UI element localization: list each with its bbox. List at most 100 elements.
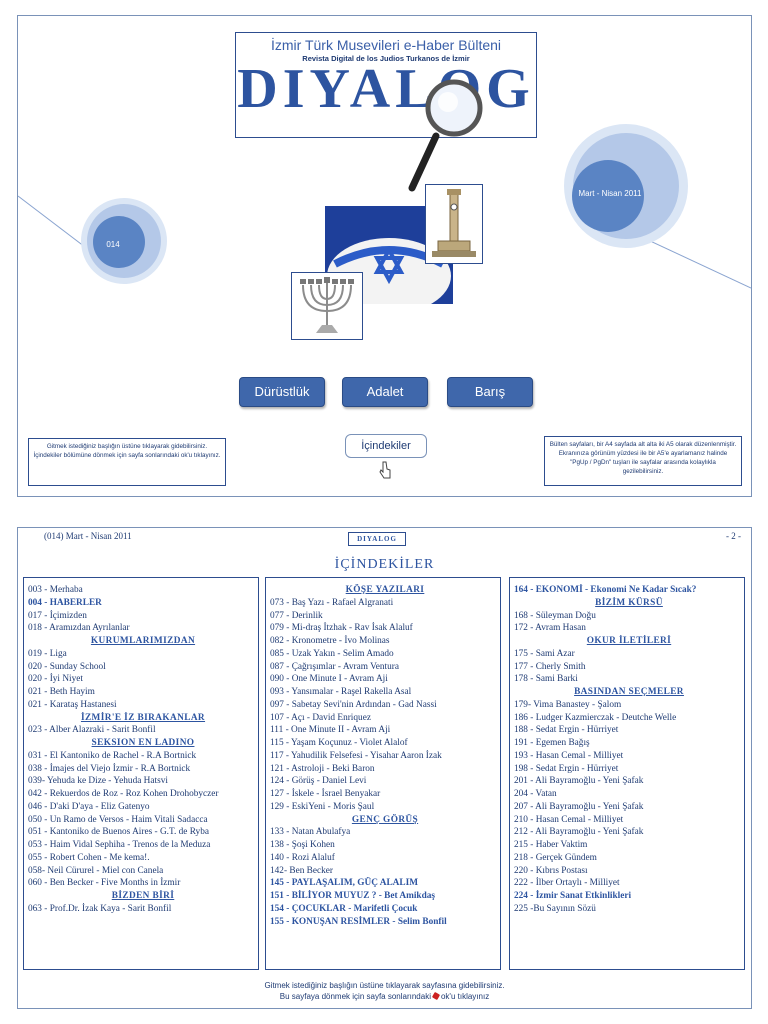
contents-entry[interactable]: 145 - PAYLAŞALIM, GÜÇ ALALIM <box>270 878 418 889</box>
contents-entry[interactable]: 039- Yehuda ke Dize - Yehuda Hatsvi <box>28 776 168 787</box>
contents-entry[interactable]: 210 - Hasan Cemal - Milliyet <box>514 814 624 825</box>
issue-number: 014 <box>106 240 120 249</box>
contents-entry[interactable]: 177 - Cherly Smith <box>514 661 586 672</box>
contents-entry[interactable]: 124 - Görüş - Daniel Levi <box>270 776 367 787</box>
contents-entry[interactable]: 042 - Rekuerdos de Roz - Roz Kohen Droho… <box>28 789 219 799</box>
pointer-hand-icon <box>379 461 391 479</box>
section-heading[interactable]: BASINDAN SEÇMELER <box>574 687 684 697</box>
contents-entry[interactable]: 225 -Bu Sayının Sözü <box>514 903 596 914</box>
contents-entry[interactable]: 097 - Sabetay Sevi'nin Ardından - Gad Na… <box>270 699 437 710</box>
contents-entry[interactable]: 020 - İyi Niyet <box>28 674 83 685</box>
contents-entry[interactable]: 017 - İçimizden <box>28 610 87 621</box>
contents-entry[interactable]: 023 - Alber Alazraki - Sarit Bonfil <box>28 725 156 736</box>
contents-entry[interactable]: 021 - Karataş Hastanesi <box>28 699 117 710</box>
contents-entry[interactable]: 063 - Prof.Dr. İzak Kaya - Sarit Bonfil <box>28 903 172 914</box>
arrow-pointer-icon <box>431 991 441 1001</box>
masthead: İzmir Türk Musevileri e-Haber Bülteni Re… <box>235 32 537 138</box>
contents-entry[interactable]: 046 - D'aki D'aya - Eliz Gatenyo <box>28 801 150 812</box>
contents-entry[interactable]: 020 - Sunday School <box>28 661 106 672</box>
issue-date-badge <box>564 124 688 248</box>
contents-entry[interactable]: 117 - Yahudilik Felsefesi - Yisahar Aaro… <box>270 750 442 761</box>
issue-date: Mart - Nisan 2011 <box>578 189 642 198</box>
section-heading[interactable]: GENÇ GÖRÜŞ <box>351 814 419 825</box>
contents-entry[interactable]: 220 - Kıbrıs Postası <box>514 865 588 876</box>
contents-entry[interactable]: 207 - Ali Bayramoğlu - Yeni Şafak <box>514 801 644 812</box>
contents-entry[interactable]: 060 - Ben Becker - Five Months in İzmir <box>28 878 181 889</box>
contents-entry[interactable]: 172 - Avram Hasan <box>514 623 586 634</box>
section-heading[interactable]: BİZDEN BİRİ <box>111 891 175 901</box>
contents-title: İÇİNDEKİLER <box>334 557 435 572</box>
contents-entry[interactable]: 222 - İlber Ortaylı - Milliyet <box>514 878 620 889</box>
contents-entry[interactable]: 129 - EskiYeni - Moris Şaul <box>270 801 375 812</box>
contents-entry[interactable]: 055 - Robert Cohen - Me kema!. <box>28 852 150 863</box>
contents-entry[interactable]: 053 - Haim Vidal Sephiha - Trenos de la … <box>28 840 211 850</box>
contents-entry[interactable]: 178 - Sami Barki <box>514 674 578 685</box>
clock-tower-image <box>425 184 483 264</box>
contents-entry[interactable]: 050 - Un Ramo de Versos - Haim Vitali Sa… <box>28 814 208 825</box>
value-button-durustluk[interactable]: Dürüstlük <box>239 377 325 407</box>
table-of-contents-button[interactable]: İçindekiler <box>345 434 427 458</box>
section-heading[interactable]: OKUR İLETİLERİ <box>586 636 672 646</box>
contents-entry[interactable]: 115 - Yaşam Koçunuz - Violet Alalof <box>270 738 408 748</box>
contents-entry[interactable]: 215 - Haber Vaktim <box>514 840 588 850</box>
section-heading[interactable]: KURUMLARIMIZDAN <box>90 636 196 646</box>
contents-entry[interactable]: 138 - Şoşi Kohen <box>270 840 335 850</box>
contents-entry[interactable]: 224 - İzmir Sanat Etkinlikleri <box>514 891 632 901</box>
contents-entry[interactable]: 193 - Hasan Cemal - Milliyet <box>514 750 624 761</box>
contents-page: (014) Mart - Nisan 2011 DIYALOG - 2 - İÇ… <box>17 527 752 1009</box>
contents-entry[interactable]: 087 - Çağrışımlar - Avram Ventura <box>270 661 400 672</box>
contents-entry[interactable]: 111 - One Minute II - Avram Aji <box>270 725 391 736</box>
masthead-title: İzmir Türk Musevileri e-Haber Bülteni <box>270 37 502 53</box>
contents-column-1: 003 - Merhaba 004 - HABERLER 017 - İçimizd… <box>23 577 259 970</box>
contents-entry[interactable]: 019 - Liga <box>28 648 67 659</box>
contents-entry[interactable]: 186 - Ludger Kazmierczak - Deutche Welle <box>514 712 677 723</box>
contents-entry[interactable]: 168 - Süleyman Doğu <box>514 610 596 621</box>
contents-entry[interactable]: 051 - Kantoniko de Buenos Aires - G.T. d… <box>28 827 209 838</box>
contents-entry[interactable]: 079 - Mi-draş İtzhak - Rav İsak Alaluf <box>270 623 413 634</box>
contents-footer: Gitmek istediğiniz başlığın üstüne tıkla… <box>18 980 751 1002</box>
contents-entry[interactable]: 085 - Uzak Yakın - Selim Amado <box>270 648 394 659</box>
cover-page: İzmir Türk Musevileri e-Haber Bülteni Re… <box>17 15 752 497</box>
value-button-baris[interactable]: Barış <box>447 377 533 407</box>
contents-entry[interactable]: 082 - Kronometre - İvo Molinas <box>270 636 390 646</box>
contents-entry[interactable]: 133 - Natan Abulafya <box>270 827 351 838</box>
contents-entry[interactable]: 093 - Yansımalar - Raşel Rakella Asal <box>270 687 412 697</box>
contents-entry[interactable]: 212 - Ali Bayramoğlu - Yeni Şafak <box>514 827 644 838</box>
contents-entry[interactable]: 155 - KONUŞAN RESİMLER - Selim Bonfil <box>270 916 447 927</box>
contents-entry[interactable]: 038 - İmajes del Viejo İzmir - R.A Bortn… <box>28 763 191 774</box>
contents-entry[interactable]: 201 - Ali Bayramoğlu - Yeni Şafak <box>514 776 644 787</box>
contents-entry[interactable]: 121 - Astroloji - Beki Baron <box>270 763 375 774</box>
footer-line-1: Gitmek istediğiniz başlığın üstüne tıkla… <box>264 981 505 990</box>
contents-entry[interactable]: 218 - Gerçek Gündem <box>514 852 597 863</box>
contents-entry[interactable]: 031 - El Kantoniko de Rachel - R.A Bortn… <box>28 750 197 761</box>
contents-entry[interactable]: 127 - İskele - İsrael Benyakar <box>270 789 381 799</box>
contents-entry[interactable]: 179- Vima Banastey - Şalom <box>514 699 622 710</box>
contents-entry[interactable]: 018 - Aramızdan Ayrılanlar <box>28 623 130 634</box>
contents-entry[interactable]: 154 - ÇOCUKLAR - Marifetli Çocuk <box>270 903 418 914</box>
magnifier-icon <box>408 79 483 192</box>
contents-entry[interactable]: 090 - One Minute I - Avram Aji <box>270 674 388 685</box>
contents-entry[interactable]: 140 - Rozi Alaluf <box>270 852 335 863</box>
section-heading[interactable]: KÖŞE YAZILARI <box>345 585 425 595</box>
value-button-adalet[interactable]: Adalet <box>342 377 428 407</box>
contents-entry[interactable]: 142- Ben Becker <box>270 865 333 876</box>
contents-entry[interactable]: 164 - EKONOMİ - Ekonomi Ne Kadar Sıcak? <box>514 585 697 595</box>
contents-entry[interactable]: 004 - HABERLER <box>28 597 102 608</box>
contents-entry[interactable]: 188 - Sedat Ergin - Hürriyet <box>514 725 619 736</box>
contents-entry[interactable]: 191 - Egemen Bağış <box>514 738 590 748</box>
contents-entry[interactable]: 003 - Merhaba <box>28 585 83 595</box>
diyalog-logo: DIYALOG <box>237 58 535 120</box>
section-heading[interactable]: SEKSION EN LADINO <box>91 738 195 748</box>
contents-entry[interactable]: 073 - Baş Yazı - Rafael Algranati <box>270 597 394 608</box>
contents-entry[interactable]: 058- Neil Cürurel - Miel con Canela <box>28 865 164 876</box>
contents-entry[interactable]: 151 - BİLİYOR MUYUZ ? - Bet Amikdaş <box>270 891 436 901</box>
contents-entry[interactable]: 021 - Beth Hayim <box>28 687 95 697</box>
section-heading[interactable]: BİZİM KÜRSÜ <box>595 597 663 608</box>
contents-entry[interactable]: 107 - Açı - David Enriquez <box>270 712 371 723</box>
contents-column-3: 164 - EKONOMİ - Ekonomi Ne Kadar Sıcak? B… <box>509 577 745 970</box>
section-heading[interactable]: İZMİR'E İZ BIRAKANLAR <box>80 712 206 723</box>
contents-entry[interactable]: 204 - Vatan <box>514 789 557 799</box>
contents-entry[interactable]: 198 - Sedat Ergin - Hürriyet <box>514 763 619 774</box>
contents-entry[interactable]: 175 - Sami Azar <box>514 648 575 659</box>
contents-entry[interactable]: 077 - Derinlik <box>270 610 323 621</box>
